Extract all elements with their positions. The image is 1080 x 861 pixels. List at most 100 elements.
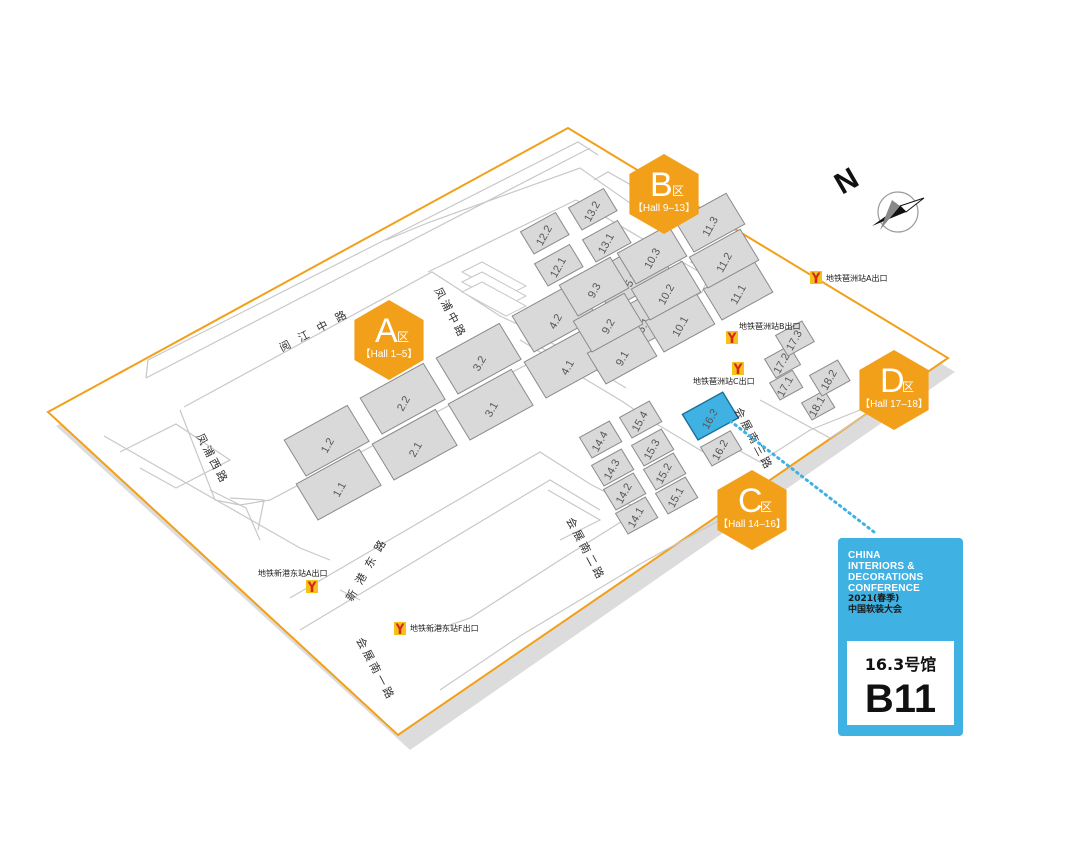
hall-shape (642, 452, 687, 491)
hall-block: 17.3 (774, 320, 815, 357)
hall-shape (774, 320, 815, 357)
hall-shape (808, 359, 851, 397)
hall-shape (590, 448, 635, 487)
hall-shape (602, 472, 647, 511)
hall-block: 18.1 (800, 389, 836, 421)
hall-block: 11.2 (688, 228, 760, 289)
hall-block: 3.2 (435, 322, 522, 395)
hexagon-shape (717, 470, 787, 550)
hall-block: 9.2 (572, 292, 644, 353)
hall-block: 2.2 (359, 362, 446, 435)
event-name: 中国软装大会 (848, 605, 903, 615)
hall-block: 14.1 (614, 496, 659, 535)
hall-shape (800, 389, 836, 421)
hall-shape (674, 192, 746, 253)
hall-block: 12.2 (519, 211, 570, 255)
hall-block: 9.1 (586, 324, 658, 385)
zone-hall-range: 【Hall 17–18】 (860, 398, 928, 410)
hall-shape (581, 219, 632, 263)
hall-shape (616, 224, 688, 285)
hexagon-shape (354, 300, 424, 380)
hall-shape (435, 322, 522, 395)
hall-shape (614, 496, 659, 535)
hall-shape (371, 408, 458, 481)
hall-shape (283, 404, 370, 477)
metro-label: 地铁琶洲站C出口 (693, 376, 755, 386)
metro-exit-pazhou-a: 地铁琶洲站A出口 (810, 271, 887, 284)
hall-block: 15.4 (618, 400, 663, 439)
hall-shape (359, 362, 446, 435)
hall-shape (533, 243, 584, 287)
compass-letter: N (829, 162, 864, 201)
hall-shape (654, 476, 699, 515)
brand-line: CONFERENCE (848, 583, 921, 594)
zone-suffix: 区 (672, 184, 684, 198)
hall-shape (519, 211, 570, 255)
booth-number: B11 (864, 677, 937, 721)
brand-line: CHINA (848, 550, 881, 561)
zone-letter: A (375, 312, 398, 350)
hall-block: 15.3 (630, 428, 675, 467)
zone-letter: C (738, 482, 763, 520)
hall-block: 13.2 (567, 187, 618, 231)
metro-exit-pazhou-c: 地铁琶洲站C出口 (693, 362, 755, 386)
hall-block: 14.3 (590, 448, 635, 487)
zone-suffix: 区 (902, 380, 914, 394)
hall-shape (699, 430, 743, 467)
hall-block: 18.2 (808, 359, 851, 397)
hall-shape (688, 228, 760, 289)
hall-block-highlighted: 16.3 (681, 391, 740, 441)
hall-block: 9.3 (558, 256, 630, 317)
hall-shape (618, 400, 663, 439)
hall-shape (447, 368, 534, 441)
booth-info-card: CHINA INTERIORS & DECORATIONS CONFERENCE… (838, 538, 963, 736)
hall-block: 2.1 (371, 408, 458, 481)
conference-brand: CHINA INTERIORS & DECORATIONS CONFERENCE (848, 550, 953, 594)
zone-suffix: 区 (760, 500, 772, 514)
metro-exit-xingang-a: 地铁新港东站A出口 (258, 568, 327, 593)
metro-label: 地铁新港东站A出口 (258, 568, 327, 578)
zone-hall-range: 【Hall 9–13】 (633, 202, 695, 214)
metro-label: 地铁琶洲站B出口 (739, 321, 801, 331)
hall-shape (630, 260, 702, 321)
metro-icon (306, 580, 318, 593)
hall-block: 15.1 (654, 476, 699, 515)
hall-shape (295, 448, 382, 521)
hexagon-shape (859, 350, 929, 430)
hall-shape (578, 420, 623, 459)
hall-block: 3.1 (447, 368, 534, 441)
zone-badge-d: D区【Hall 17–18】 (859, 350, 929, 430)
hall-shape (681, 391, 740, 441)
zone-letter: D (880, 362, 905, 400)
hall-block: 14.2 (602, 472, 647, 511)
zone-hall-range: 【Hall 1–5】 (361, 348, 418, 360)
zone-badge-c: C区【Hall 14–16】 (717, 470, 787, 550)
metro-icon (810, 271, 822, 284)
striped-block (460, 261, 528, 317)
zone-letter: B (650, 166, 673, 204)
hall-block: 10.3 (616, 224, 688, 285)
metro-exit-pazhou-b: 地铁琶洲站B出口 (726, 321, 801, 344)
hall-block: 10.2 (630, 260, 702, 321)
brand-line: INTERIORS & (848, 561, 915, 572)
hall-shape (768, 369, 804, 401)
hall-block: 16.2 (699, 430, 743, 467)
metro-exit-xingang-f: 地铁新港东站F出口 (394, 622, 479, 635)
hall-block: 15.2 (642, 452, 687, 491)
event-year: 2021(春季) (848, 594, 900, 604)
hall-block: 1.1 (295, 448, 382, 521)
hall-shape (558, 256, 630, 317)
zone-suffix: 区 (397, 330, 409, 344)
hall-block: 11.3 (674, 192, 746, 253)
hall-block: 12.1 (533, 243, 584, 287)
hall-block: 14.4 (578, 420, 623, 459)
metro-icon (732, 362, 744, 375)
hexagon-shape (629, 154, 699, 234)
compass-icon: N (829, 162, 925, 233)
booth-box: 16.3号馆 B11 (847, 641, 954, 725)
